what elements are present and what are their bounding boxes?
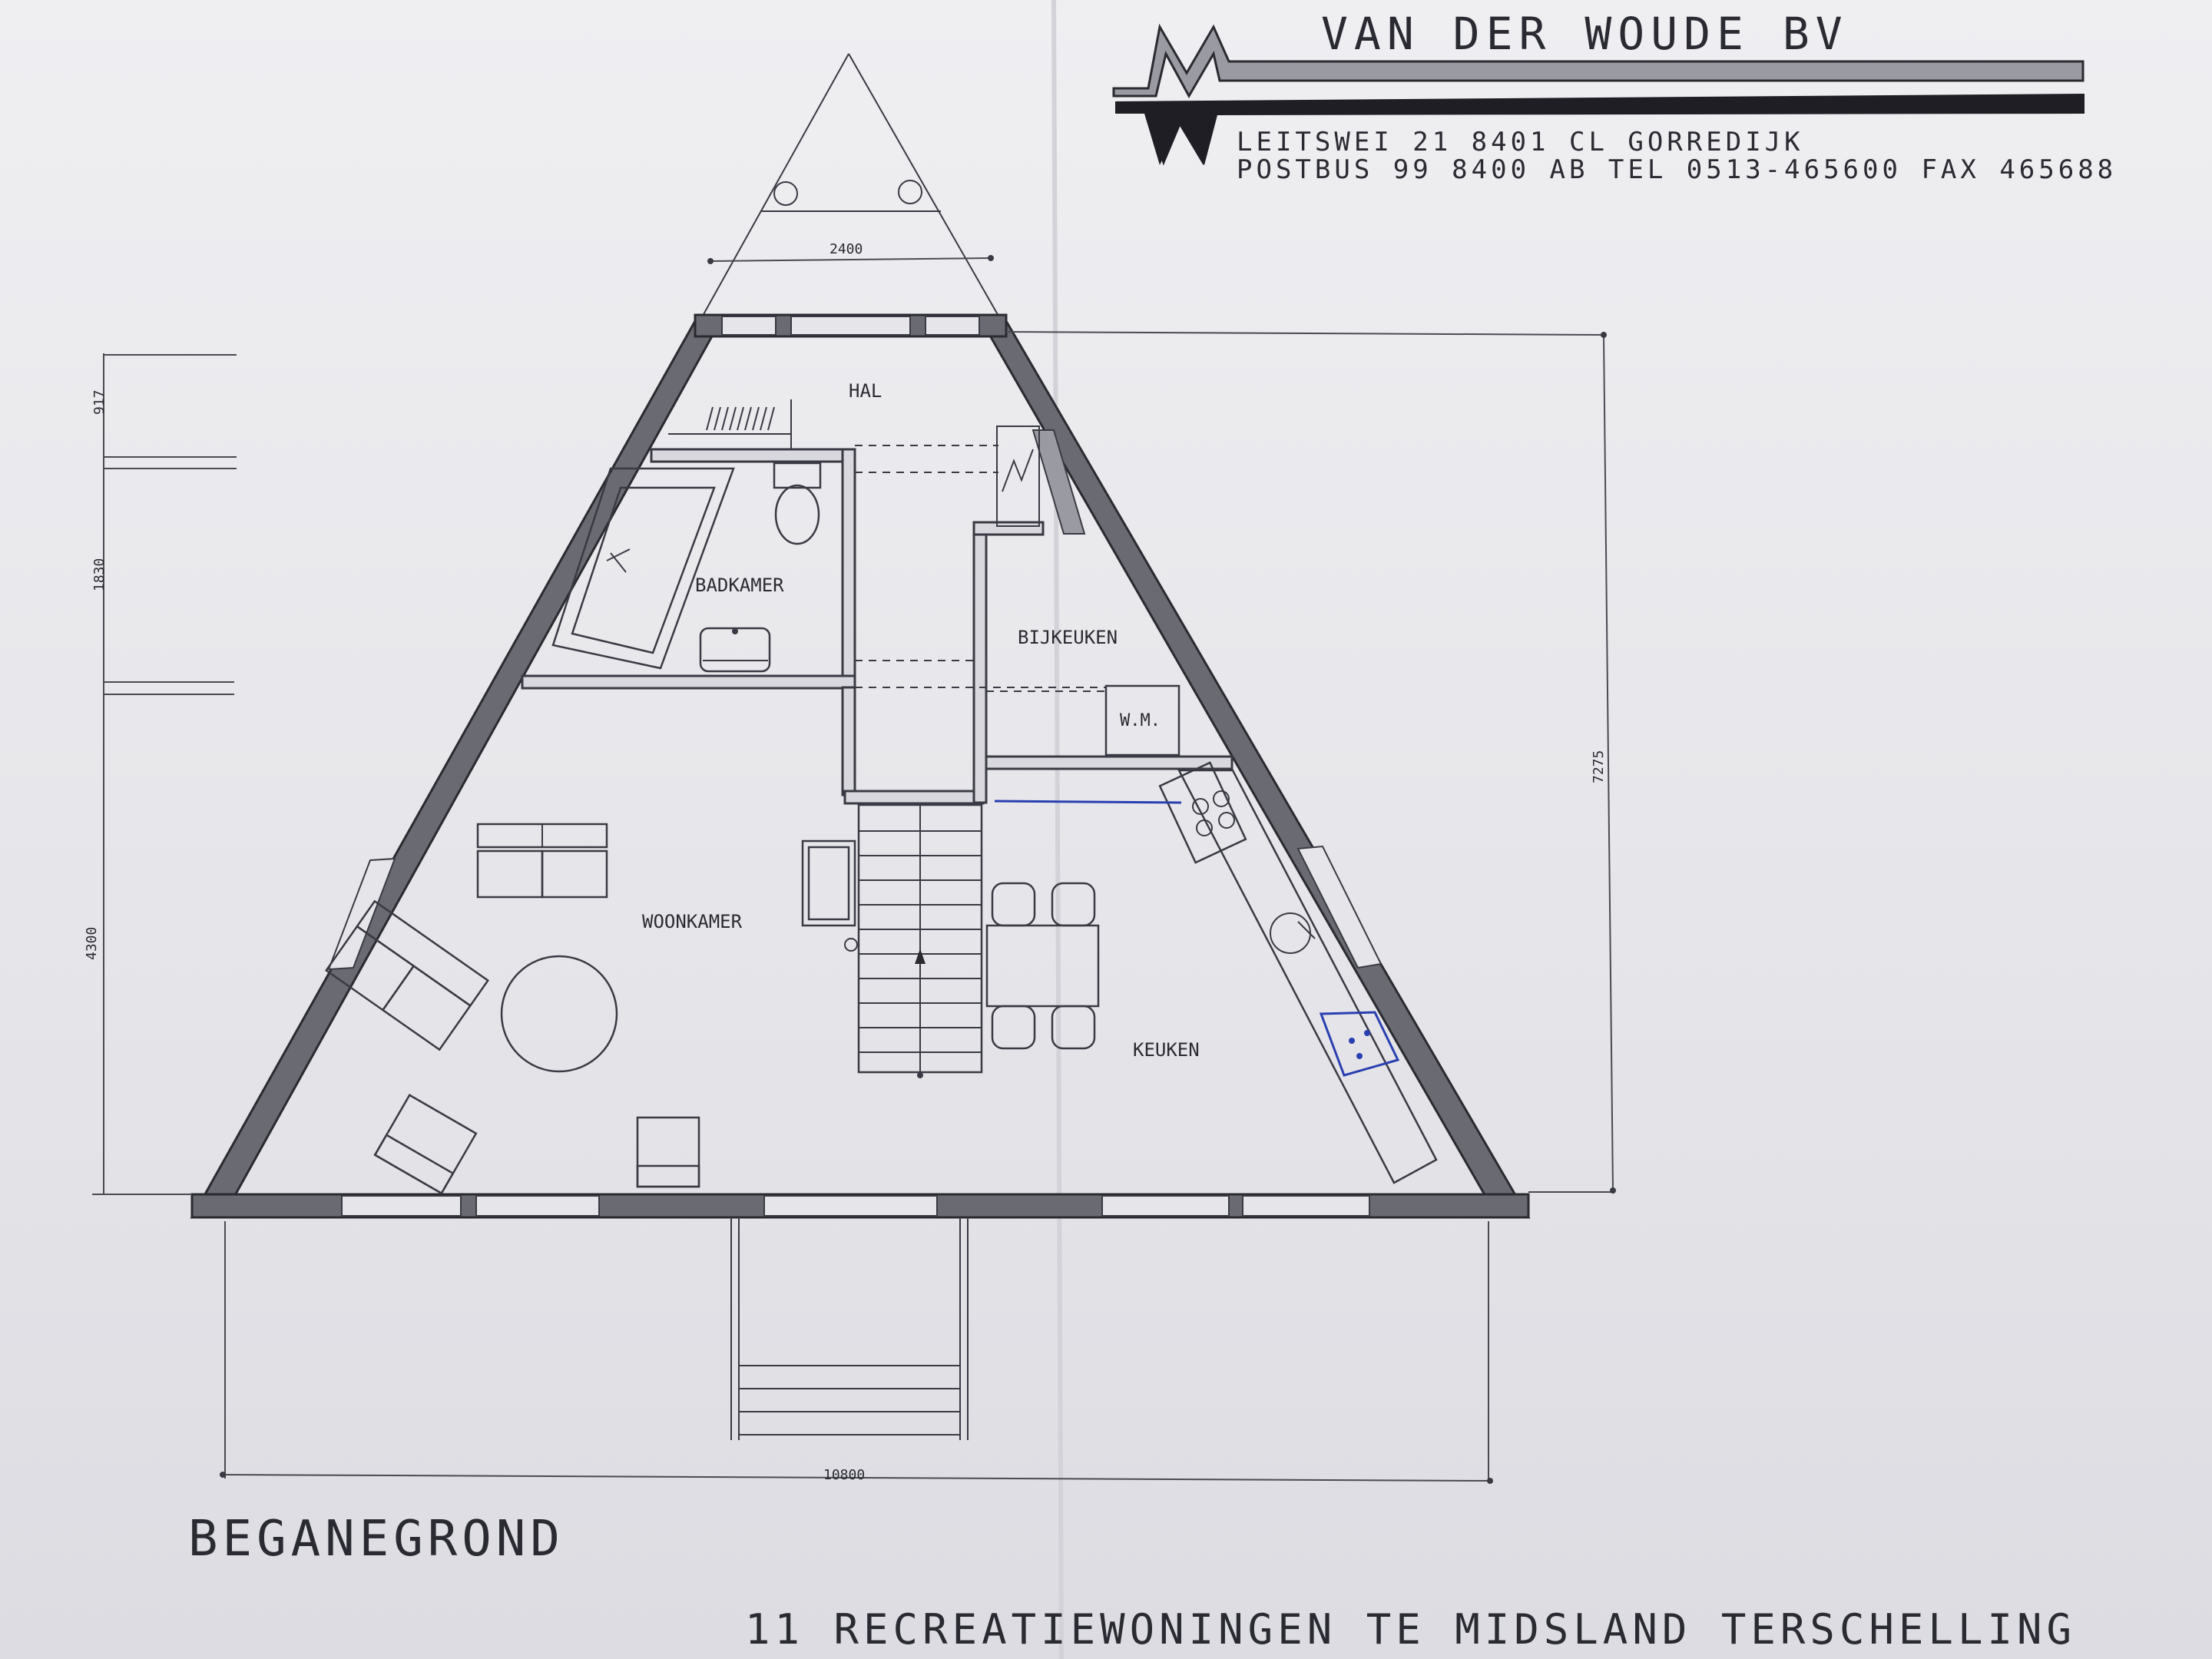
stair-arrow-icon: [915, 949, 926, 964]
sofa-icon: [476, 823, 608, 899]
chair-icon: [991, 1005, 1036, 1050]
staircase: [844, 803, 983, 1078]
company-name: VAN DER WOUDE BV: [1321, 8, 1849, 60]
blue-pen-sketch: [1319, 1011, 1400, 1077]
stove-icon: [1158, 761, 1247, 864]
kitchen-sink-icon: [1270, 912, 1311, 954]
dimension-bottom-label: 10800: [823, 1467, 865, 1483]
floor-title: BEGANEGROND: [188, 1511, 565, 1568]
bathtub-icon: [551, 467, 735, 670]
roof-apex: [698, 53, 1003, 323]
room-label-keuken: KEUKEN: [1133, 1039, 1200, 1061]
dimension-bottom: [220, 1221, 1493, 1484]
fireplace-box: [801, 839, 856, 927]
windows: [327, 316, 1382, 1217]
chair-icon: [1051, 882, 1096, 927]
room-label-woonkamer: WOONKAMER: [642, 911, 743, 932]
kitchen-counter: [1158, 761, 1438, 1184]
company-address-2: POSTBUS 99 8400 AB TEL 0513-465600 FAX 4…: [1237, 154, 2117, 185]
coat-rack-icon: [668, 399, 792, 449]
dimension-top-label: 2400: [830, 241, 863, 257]
interior-walls: [521, 426, 1233, 805]
dimension-left-1-label: 917: [91, 389, 108, 415]
sink-icon: [699, 627, 771, 673]
company-logo: [1112, 23, 2085, 166]
dimension-top: [707, 255, 994, 264]
room-label-wm: W.M.: [1120, 711, 1161, 730]
dimension-right-label: 7275: [1591, 750, 1607, 783]
shaft-box: [996, 426, 1040, 527]
exterior-walls: [190, 313, 1531, 1219]
washing-machine-box: [1104, 684, 1181, 757]
armchair-icon: [373, 1094, 478, 1195]
roof-vent-icon: [773, 181, 798, 206]
dimension-right: [1005, 331, 1616, 1194]
chair-icon: [1051, 1005, 1096, 1050]
paper-fold: [1051, 0, 1064, 1659]
dimension-left-3-label: 4300: [84, 927, 100, 960]
entrance-porch: [730, 1217, 969, 1440]
dimension-left: [92, 353, 237, 1195]
room-label-bijkeuken: BIJKEUKEN: [1018, 627, 1118, 648]
sofa-icon: [324, 899, 490, 1051]
room-label-badkamer: BADKAMER: [695, 575, 784, 596]
roof-vent-icon: [898, 180, 922, 204]
project-title: 11 RECREATIEWONINGEN TE MIDSLAND TERSCHE…: [745, 1605, 2076, 1654]
dashed-lines: [855, 445, 1106, 688]
chair-icon: [991, 882, 1036, 927]
round-table-icon: [500, 955, 618, 1073]
room-label-hal: HAL: [849, 380, 882, 402]
dining-table: [985, 882, 1100, 1050]
company-address-1: LEITSWEI 21 8401 CL GORREDIJK: [1237, 127, 1804, 157]
armchair-icon: [636, 1116, 700, 1188]
blue-pen-line: [994, 800, 1182, 804]
dimension-left-2-label: 1830: [91, 558, 108, 591]
toilet-icon: [773, 462, 822, 545]
